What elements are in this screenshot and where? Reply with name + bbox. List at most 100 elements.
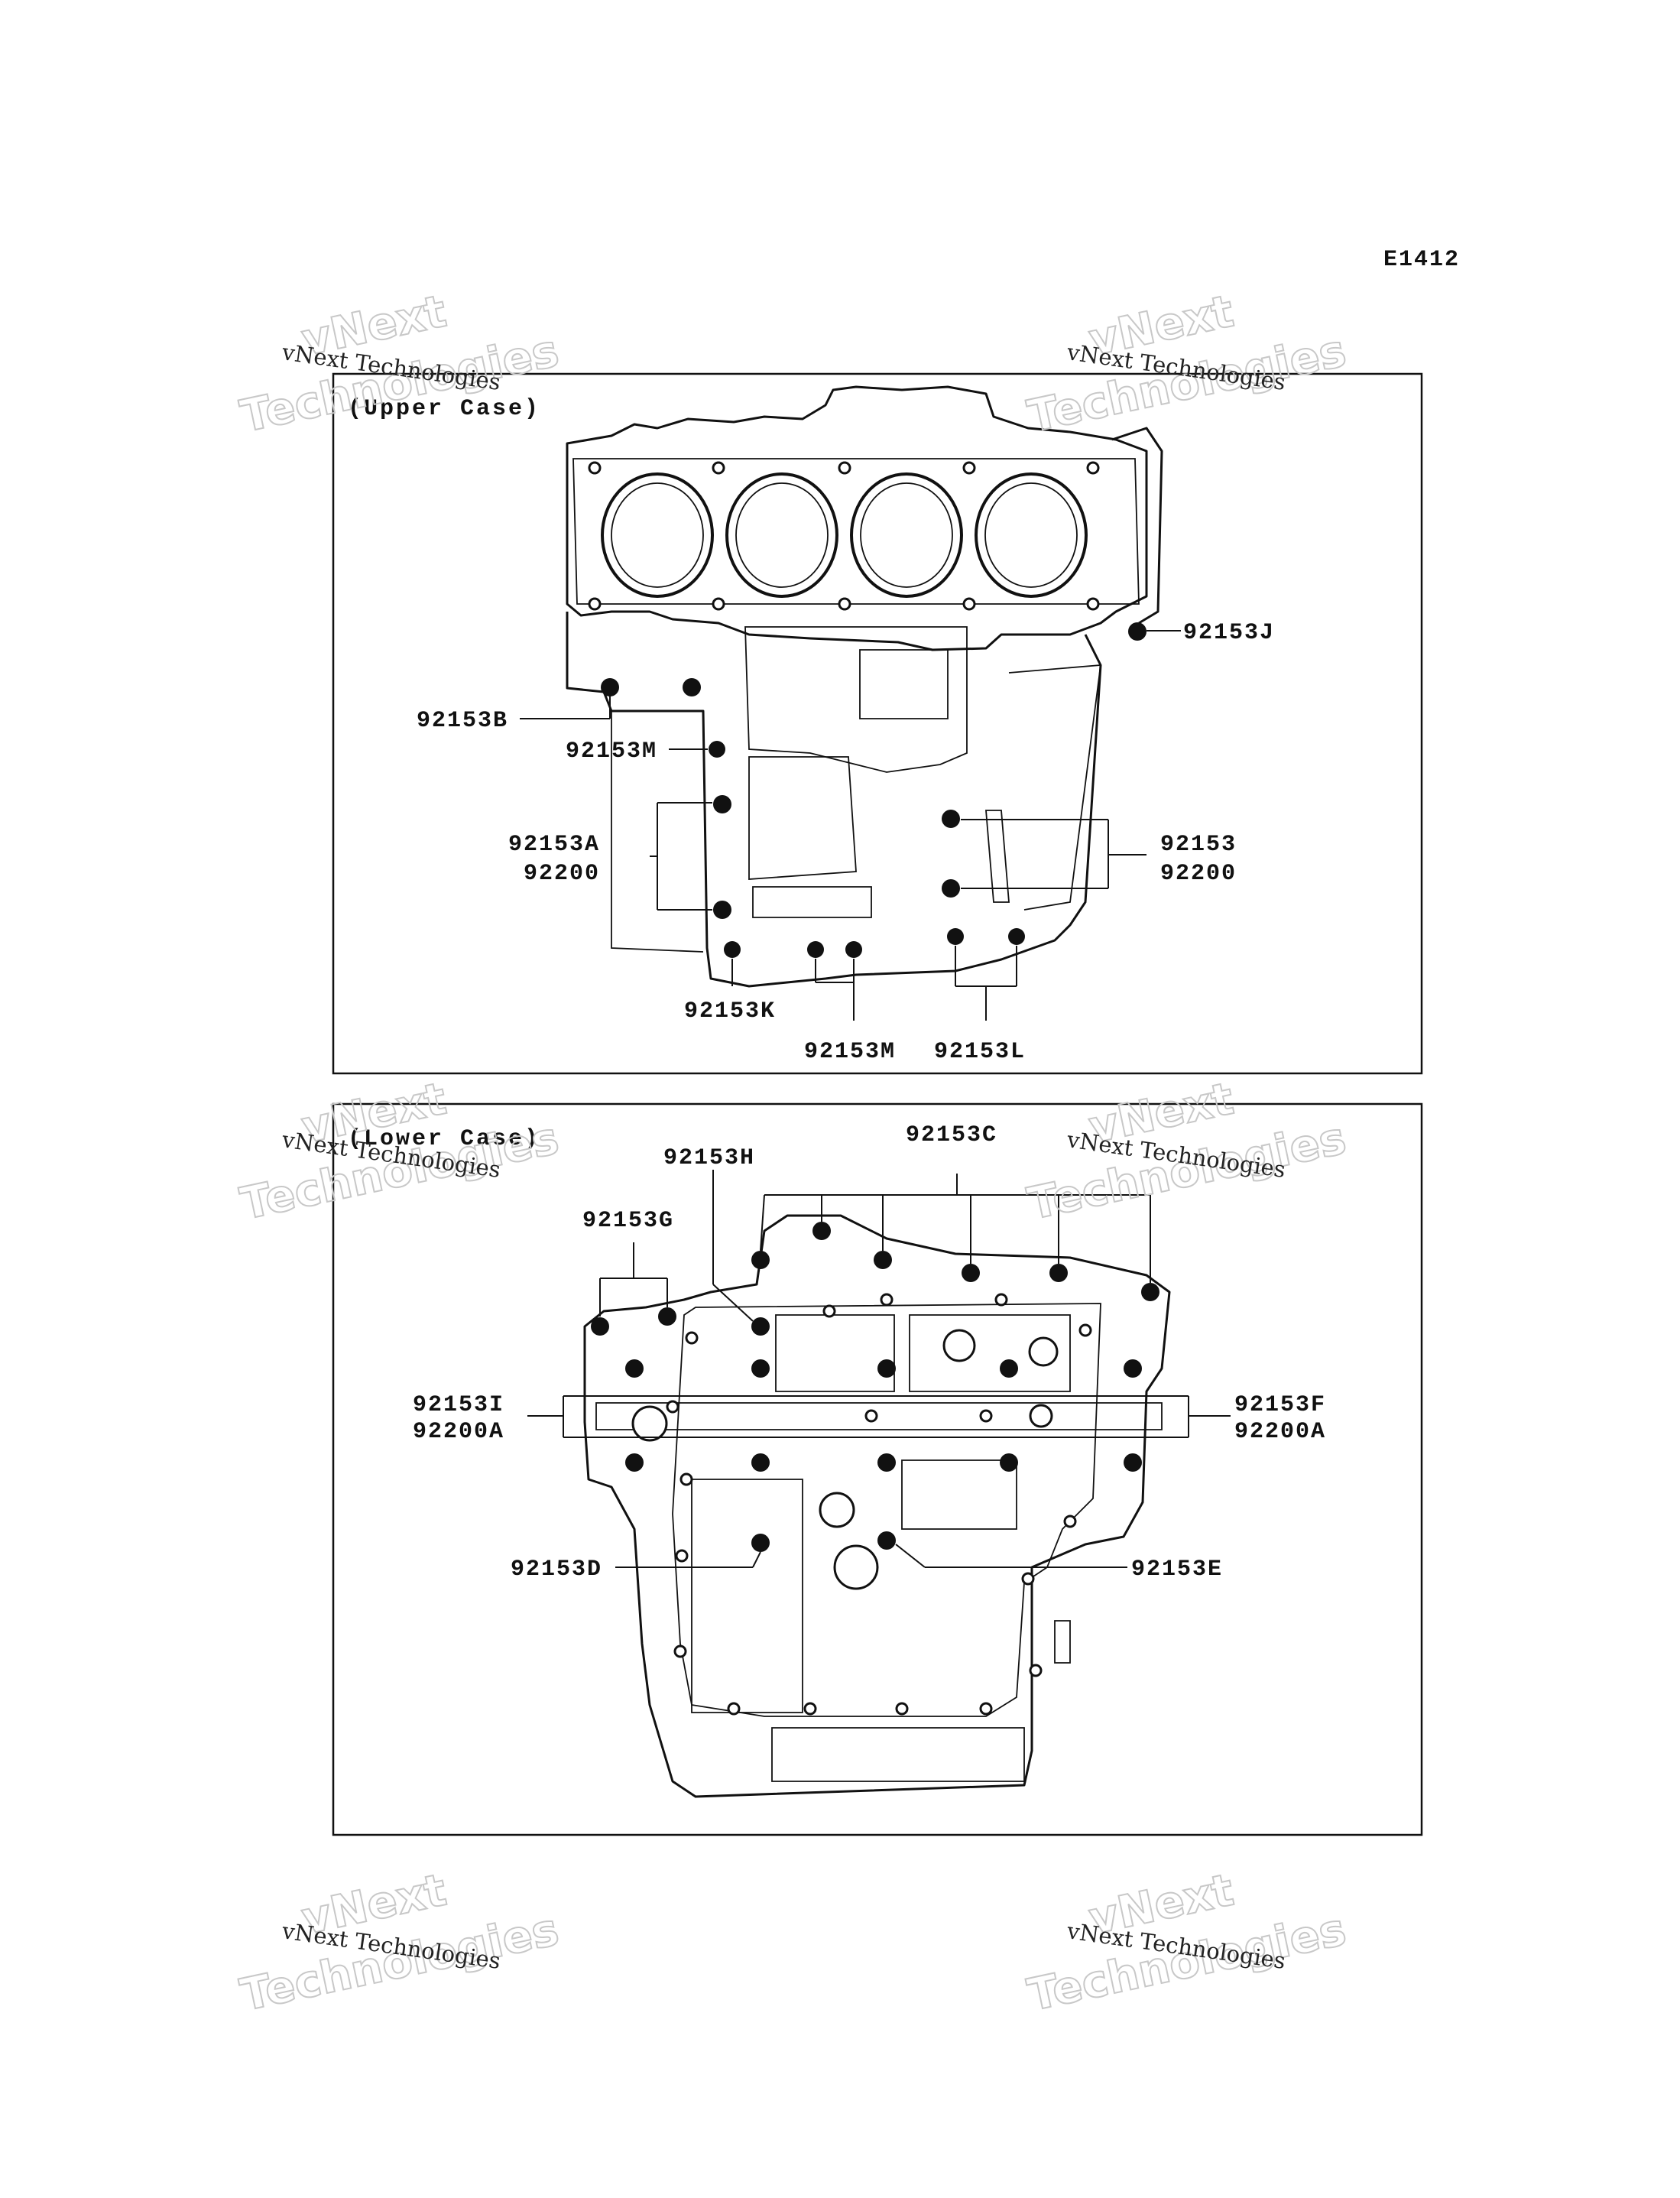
bolt-92153C-5	[1049, 1264, 1068, 1282]
bolt-92153L-2	[1008, 928, 1025, 945]
label-92153H: 92153H	[663, 1145, 755, 1171]
bolt-92153C-6	[1141, 1283, 1159, 1301]
label-92200-left: 92200	[524, 861, 600, 887]
lower-leader-lines	[527, 1170, 1231, 1568]
bolt-92153E	[877, 1531, 896, 1550]
lower-center-chamber	[901, 1459, 1017, 1530]
bolt-92153L-1	[947, 928, 964, 945]
label-92153M-top: 92153M	[566, 739, 657, 765]
label-92153J: 92153J	[1183, 620, 1275, 646]
oil-pan-rail	[672, 1303, 1101, 1717]
label-92200-right: 92200	[1160, 861, 1237, 887]
lower-case-frame	[332, 1102, 1423, 1836]
bolt-92153F-1	[1000, 1359, 1018, 1378]
bolt-92153J	[1128, 622, 1146, 641]
watermark-top-left: vNext Technologies vNext Technologies	[235, 284, 564, 443]
watermark-top-right: vNext Technologies vNext Technologies	[1023, 284, 1351, 443]
label-92153G: 92153G	[582, 1208, 674, 1234]
bolt-92153G-1	[591, 1317, 609, 1336]
bolt-92153B-2	[683, 678, 701, 696]
watermark-bottom-right: vNext Technologies vNext Technologies	[1023, 1863, 1351, 2022]
breather-chamber	[859, 649, 949, 719]
cylinder-liner-4	[984, 482, 1078, 588]
oil-passage-port	[1028, 1336, 1059, 1367]
bolt-92153C-3	[874, 1251, 892, 1269]
oil-filler-port	[942, 1329, 976, 1362]
bolt-92200A-4	[1000, 1453, 1018, 1472]
lower-case-panel: (Lower Case)	[332, 1102, 1423, 1836]
bolt-92153H	[751, 1317, 770, 1336]
bolt-92153A-2	[713, 901, 731, 919]
bolt-92153F-2	[1124, 1359, 1142, 1378]
upper-block-outline	[566, 385, 1148, 651]
lower-part-labels: 92153C 92153H 92153G 92153I 92200A 92153…	[413, 1122, 1326, 1583]
upper-crankcase-body	[566, 612, 1102, 988]
bolt-92153I-2	[751, 1359, 770, 1378]
upper-leader-lines	[520, 630, 1181, 1021]
upper-part-labels: 92153J 92153B 92153M 92153A 92200 92153 …	[417, 620, 1275, 1065]
bolt-92153M-1	[709, 741, 725, 758]
upper-case-frame	[332, 372, 1423, 1075]
shift-rail	[752, 886, 872, 918]
bolt-92200A-3	[877, 1453, 896, 1472]
bolt-92153M-2	[807, 941, 824, 958]
cylinder-bore-4	[975, 472, 1088, 598]
bolt-92153-1	[942, 810, 960, 828]
lower-crankcase-drawing	[583, 1214, 1171, 1798]
upper-right-wall	[1008, 664, 1102, 911]
bolt-92153C-2	[751, 1251, 770, 1269]
bolt-92153M-3	[845, 941, 862, 958]
drain-plug-boss	[1054, 1620, 1071, 1664]
upper-left-wall	[611, 711, 704, 953]
main-bearing-web	[595, 1402, 1163, 1430]
label-92153I: 92153I	[413, 1392, 504, 1418]
dowel-boss-right	[1029, 1404, 1053, 1428]
label-92153L: 92153L	[934, 1039, 1026, 1065]
bolt-92153G-2	[658, 1307, 676, 1326]
oil-strainer-port	[833, 1544, 879, 1590]
watermark-bottom-left: vNext Technologies vNext Technologies	[235, 1863, 564, 2022]
bolt-92153K	[724, 941, 741, 958]
cylinder-liner-3	[860, 482, 953, 588]
watermark-mid-right: vNext Technologies vNext Technologies	[1023, 1072, 1351, 1231]
label-92153B: 92153B	[417, 708, 508, 734]
bolt-92153C-4	[962, 1264, 980, 1282]
crank-web-1	[775, 1314, 895, 1392]
watermark-mid-left: vNext Technologies vNext Technologies	[235, 1072, 564, 1231]
label-92153F: 92153F	[1234, 1392, 1326, 1418]
cylinder-bore-1	[601, 472, 714, 598]
bolt-92153A-1	[713, 795, 731, 813]
deck-bolt-holes	[588, 461, 1100, 611]
lower-block-outline	[583, 1214, 1171, 1798]
bolt-92153I-3	[877, 1359, 896, 1378]
oil-gallery	[744, 626, 968, 773]
bolt-92153D	[751, 1534, 770, 1552]
upper-case-panel: (Upper Case)	[332, 372, 1423, 1075]
bolt-92200A-1	[625, 1453, 644, 1472]
sump-base	[771, 1727, 1025, 1782]
label-92153D: 92153D	[511, 1557, 602, 1583]
label-92153K: 92153K	[684, 998, 776, 1024]
label-92153A: 92153A	[508, 832, 600, 858]
label-92153C: 92153C	[906, 1122, 997, 1148]
cylinder-liner-2	[735, 482, 829, 588]
bolt-92153C-1	[812, 1222, 831, 1240]
bolt-92200A-2	[751, 1453, 770, 1472]
cylinder-liner-1	[611, 482, 704, 588]
bolt-92153I-1	[625, 1359, 644, 1378]
crank-web-2	[909, 1314, 1071, 1392]
cylinder-bore-2	[725, 472, 838, 598]
cam-chain-tunnel	[1111, 427, 1163, 625]
label-92200A-right: 92200A	[1234, 1419, 1326, 1445]
label-92153E: 92153E	[1131, 1557, 1223, 1583]
lower-left-chamber	[691, 1479, 803, 1713]
transmission-bay	[748, 756, 857, 880]
upper-crankcase-drawing	[566, 385, 1163, 988]
label-92200A-left: 92200A	[413, 1419, 504, 1445]
dowel-boss-left	[631, 1405, 668, 1442]
upper-slot	[985, 810, 1010, 903]
lower-case-bolts	[591, 1222, 1159, 1552]
bolt-92153B-1	[601, 678, 619, 696]
